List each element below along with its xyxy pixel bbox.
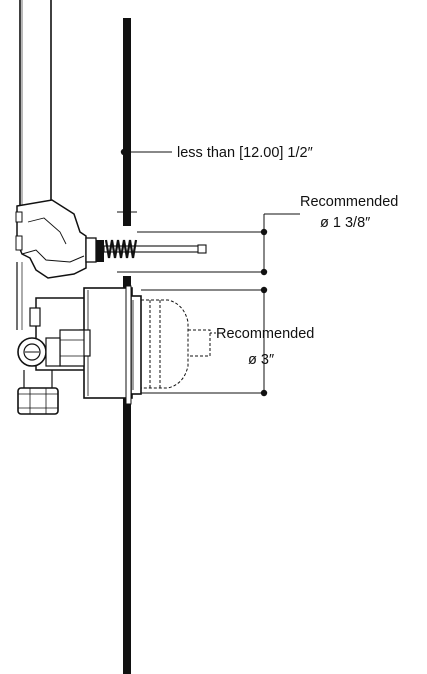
cartridge-dashed bbox=[141, 299, 211, 389]
small-hole-title: Recommended bbox=[300, 194, 398, 210]
stem-nut-threads bbox=[96, 240, 104, 262]
large-hole-title: Recommended bbox=[216, 326, 314, 342]
wall-upper bbox=[123, 18, 131, 226]
valve-lower-housing bbox=[17, 287, 133, 415]
stem-nut bbox=[85, 237, 97, 263]
large-hole-dimension: Recommended ø 3″ bbox=[141, 286, 314, 397]
small-hole-dimension: Recommended ø 1 3/8″ bbox=[137, 194, 398, 276]
large-hole-dot-bottom bbox=[260, 389, 268, 397]
valve-body bbox=[15, 199, 87, 330]
valve-stem bbox=[85, 237, 207, 263]
wall-thickness-label: less than [12.00] 1/2″ bbox=[177, 145, 313, 161]
stem-tip bbox=[197, 244, 207, 254]
small-hole-dot-bottom bbox=[260, 268, 268, 276]
stem-spring bbox=[104, 239, 138, 259]
wall-lower bbox=[123, 276, 131, 674]
wall-thickness-callout: less than [12.00] 1/2″ bbox=[120, 145, 313, 161]
supply-pipe bbox=[19, 0, 52, 208]
wall-section bbox=[117, 18, 137, 674]
trim-plate bbox=[125, 285, 142, 405]
small-hole-size: ø 1 3/8″ bbox=[320, 215, 370, 231]
large-hole-size: ø 3″ bbox=[248, 352, 274, 368]
small-hole-dot-top bbox=[260, 228, 268, 236]
large-hole-dot-top bbox=[260, 286, 268, 294]
